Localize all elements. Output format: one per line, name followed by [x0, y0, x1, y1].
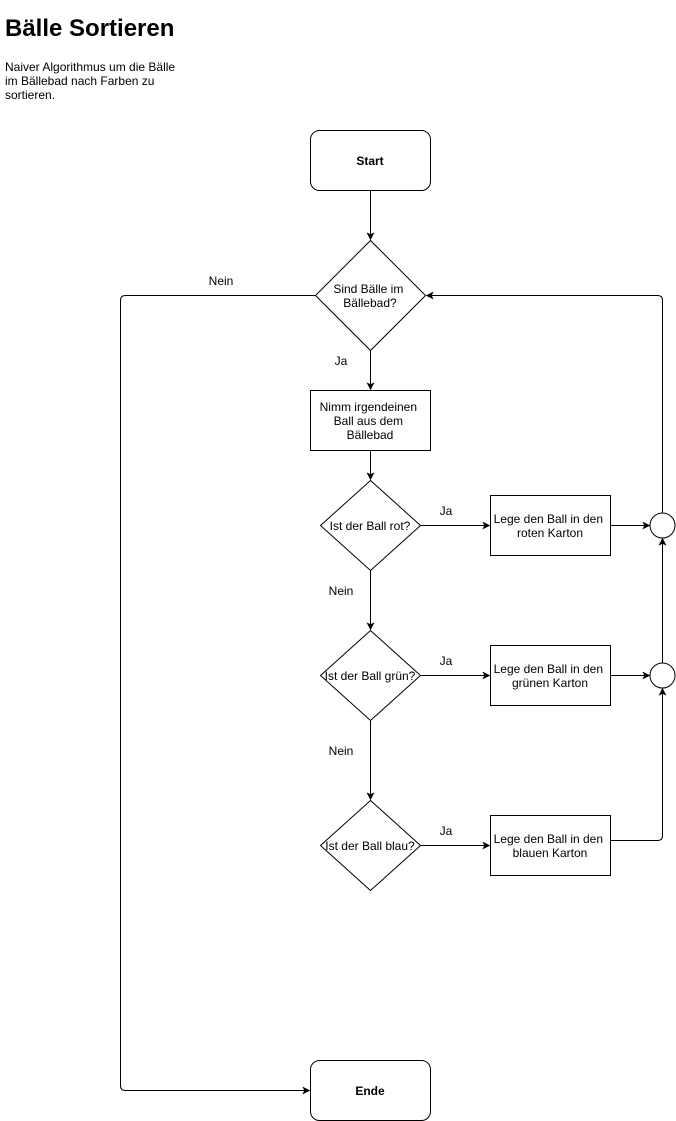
put-red-label: Lege den Ball in den roten Karton — [494, 512, 607, 540]
junction-green — [649, 662, 676, 689]
edge-label-red-no: Nein — [329, 584, 354, 598]
start-node — [310, 130, 431, 191]
put-green-label: Lege den Ball in den grünen Karton — [494, 662, 607, 690]
edge-label-green-no: Nein — [329, 744, 354, 758]
edge-label-red-yes: Ja — [440, 504, 453, 518]
take-ball-node — [310, 390, 431, 451]
edge-label-balls-yes: Ja — [335, 354, 348, 368]
edge-junction-red-to-decision-balls — [425, 291, 663, 513]
edge-label-balls-no: Nein — [209, 274, 234, 288]
take-ball-label: Nimm irgendeinen Ball aus dem Bällebad — [320, 400, 421, 442]
decision-red-label: Ist der Ball rot? — [330, 519, 411, 533]
decision-blue-node — [319, 799, 422, 892]
decision-blue-label: Ist der Ball blau? — [325, 839, 415, 853]
edge-put-blue-to-junction — [610, 687, 667, 841]
put-green-node — [490, 645, 611, 706]
edge-label-green-yes: Ja — [440, 654, 453, 668]
put-blue-label: Lege den Ball in den blauen Karton — [494, 832, 607, 860]
put-blue-node — [490, 815, 611, 876]
put-red-node — [490, 495, 611, 556]
decision-green-node — [319, 629, 422, 722]
end-label: Ende — [355, 1084, 385, 1098]
page-description: Naiver Algorithmus um die Bälle im Bälle… — [5, 60, 176, 102]
edge-decision-balls-no — [120, 295, 316, 1095]
decision-balls-label: Sind Bälle im Bällebad? — [333, 282, 406, 310]
junction-red — [649, 512, 676, 539]
decision-balls-node — [314, 239, 427, 352]
decision-red-node — [319, 479, 422, 572]
start-label: Start — [356, 154, 383, 168]
edge-label-blue-yes: Ja — [440, 824, 453, 838]
decision-green-label: Ist der Ball grün? — [325, 669, 416, 683]
page-title: Bälle Sortieren — [5, 15, 175, 42]
